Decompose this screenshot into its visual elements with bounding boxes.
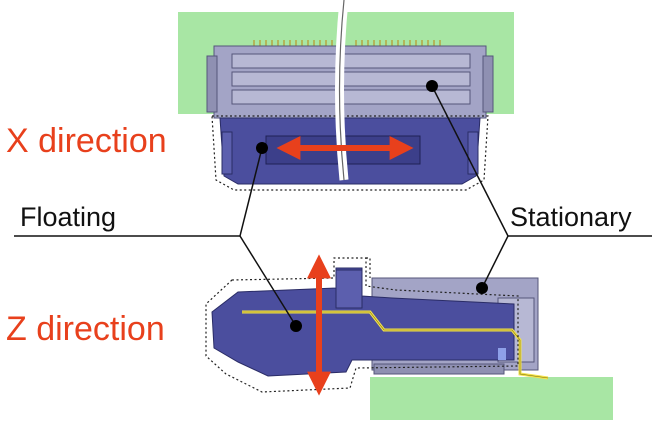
z-direction-label: Z direction — [6, 310, 165, 348]
side-floating-housing — [211, 267, 515, 377]
top-view-connector — [178, 0, 514, 191]
floating-leader-top — [239, 147, 263, 237]
stationary-point-bottom — [476, 282, 488, 294]
side-float-range-outline — [205, 257, 519, 393]
leader-dots — [256, 80, 488, 332]
stationary-label: Stationary — [510, 202, 632, 232]
stationary-leader-top — [431, 85, 509, 237]
x-direction-label: X direction — [6, 122, 167, 160]
stationary-point-top — [426, 80, 438, 92]
floating-point-bottom — [290, 320, 302, 332]
bottom-pcb-board — [370, 377, 613, 420]
floating-label: Floating — [20, 202, 117, 232]
stationary-leader-bottom — [481, 235, 509, 289]
side-view-connector — [205, 254, 613, 420]
floating-leader-bottom — [239, 235, 297, 327]
floating-point-top — [256, 142, 268, 154]
top-float-range-outline — [211, 115, 489, 191]
leader-lines — [14, 85, 652, 327]
